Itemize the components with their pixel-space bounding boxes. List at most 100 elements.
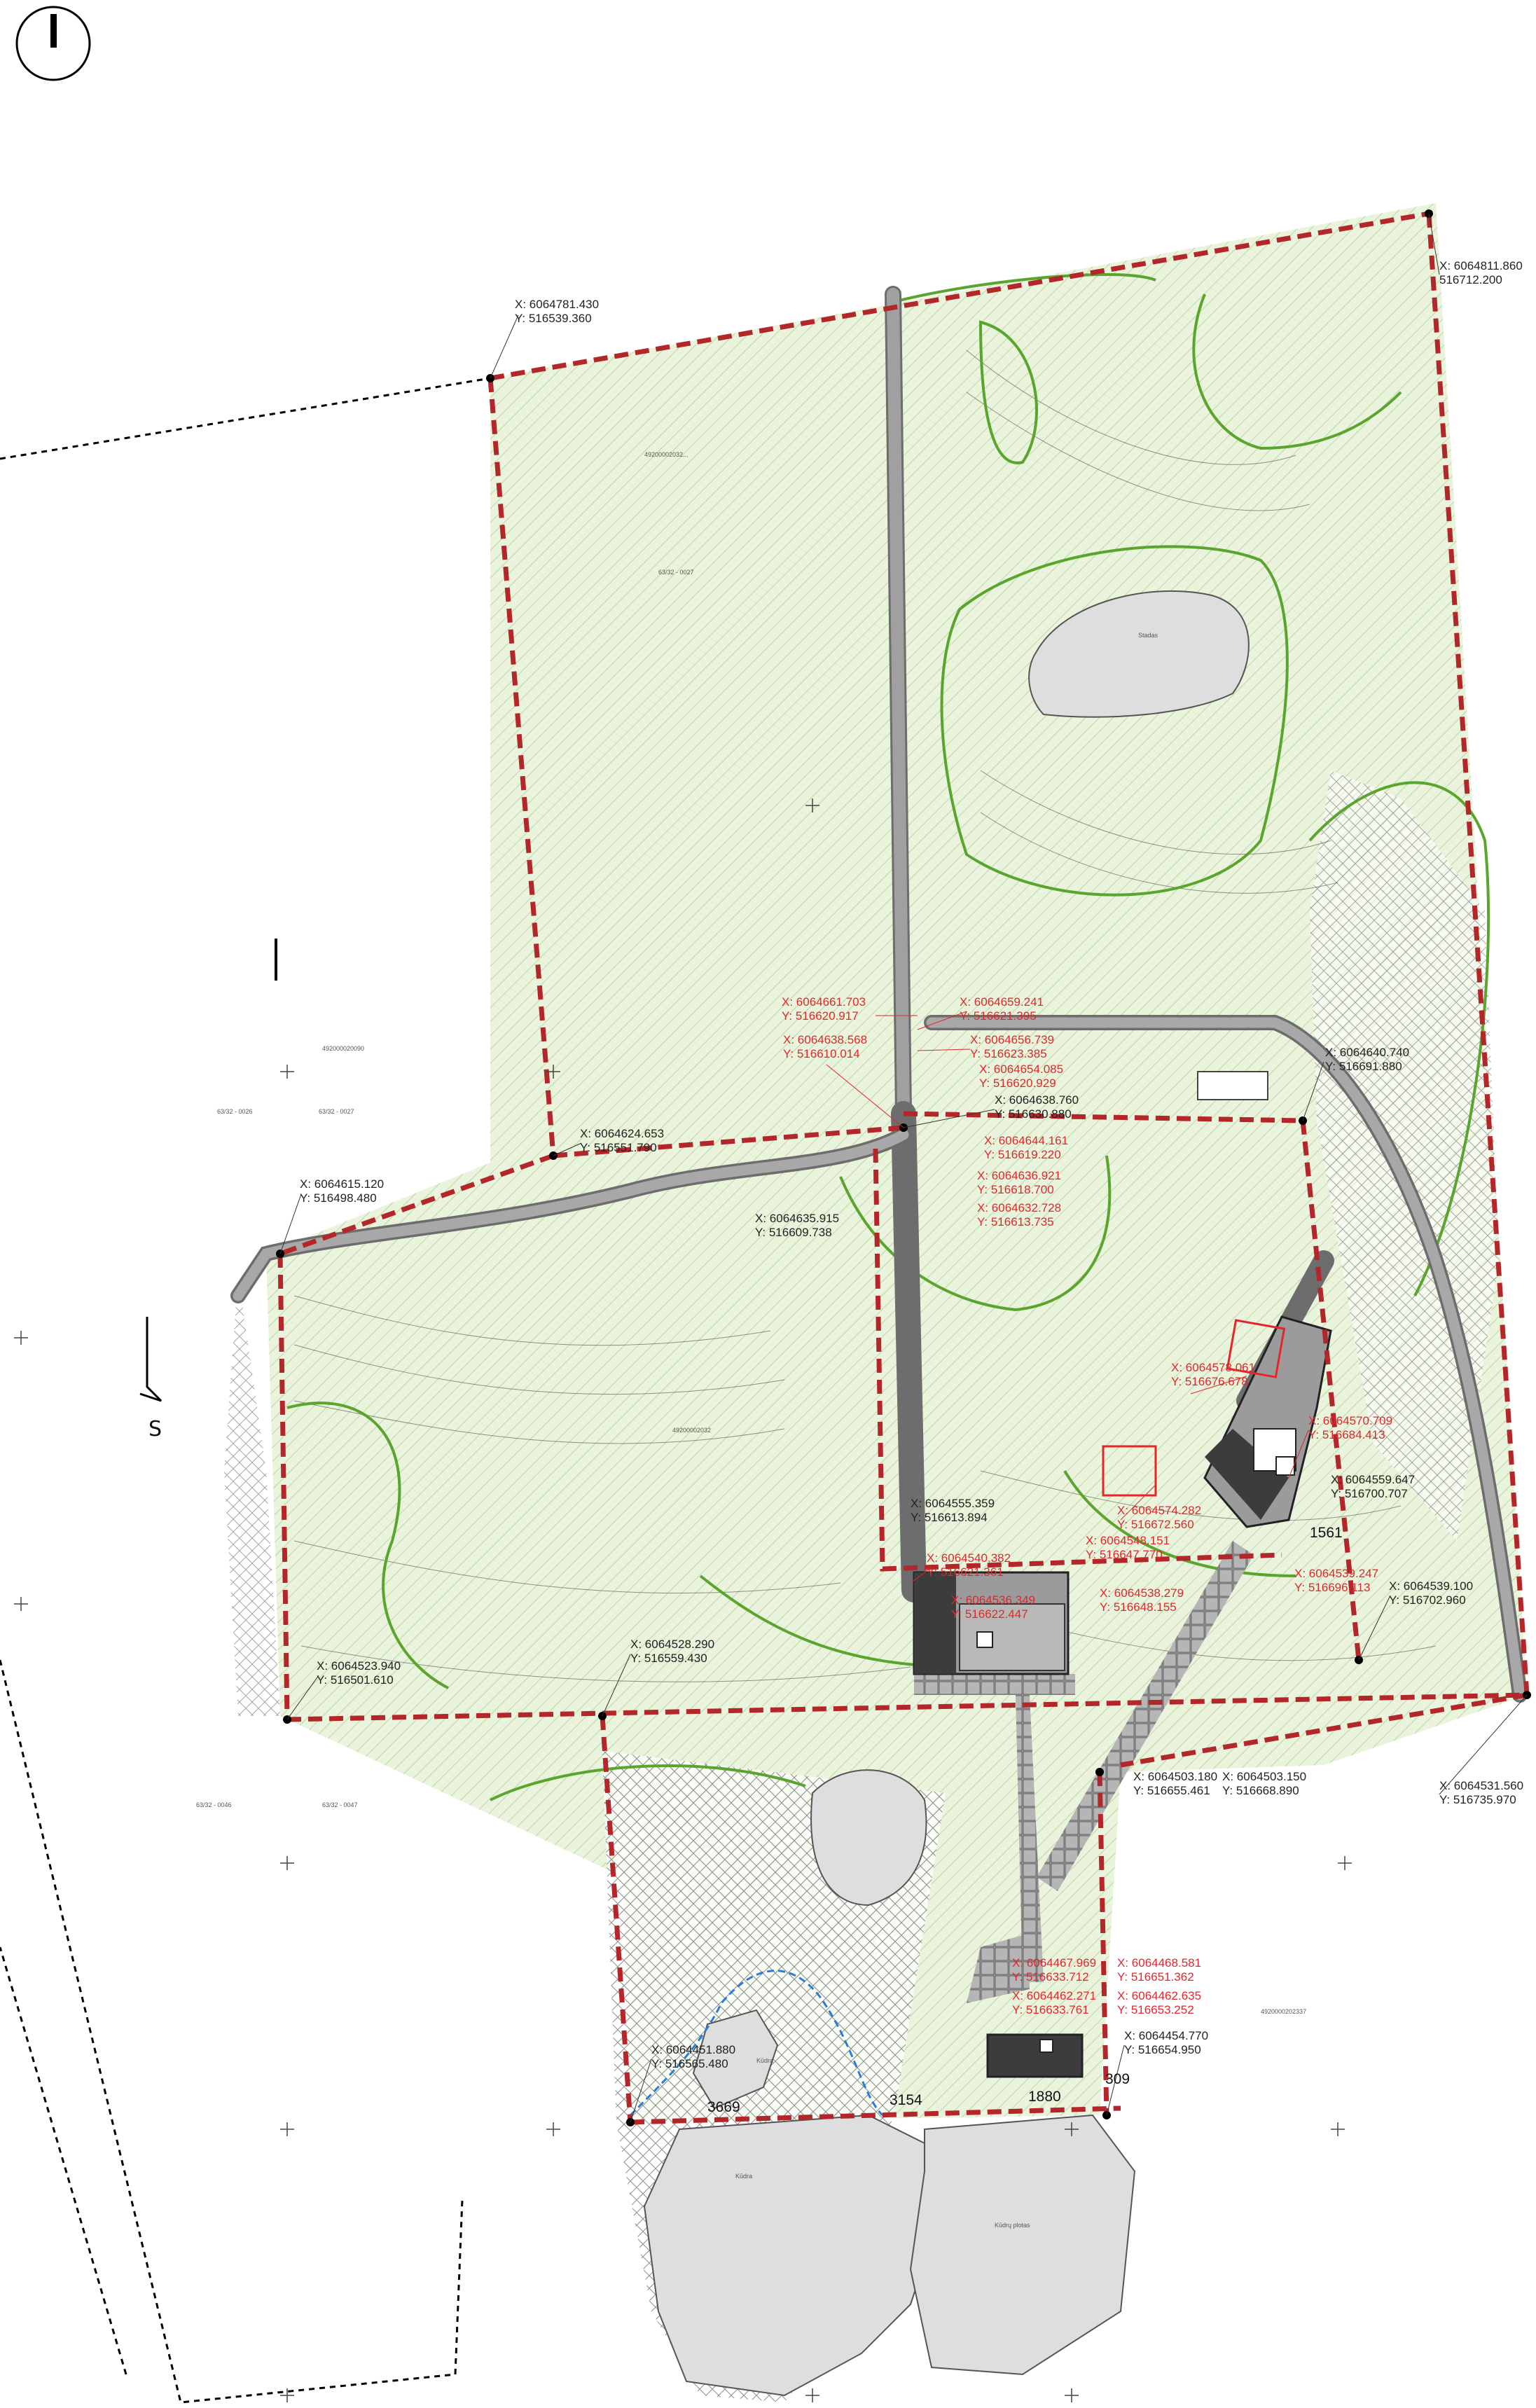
- coord-x: X: 6064635.915: [755, 1212, 839, 1225]
- cadastral-code: 4920000202337: [1261, 2008, 1306, 2015]
- pond-north: [1028, 590, 1250, 718]
- coord-x: X: 6064539.100: [1389, 1579, 1473, 1593]
- coord-x: X: 6064503.180: [1133, 1770, 1217, 1783]
- coord-y: Y: 516620.929: [979, 1077, 1056, 1090]
- parcel-id: 63/32 - 0046: [196, 1801, 232, 1808]
- pond-south-small: [810, 1769, 927, 1907]
- dimension-label: 3154: [890, 2092, 922, 2108]
- coord-x: X: 6064523.940: [317, 1659, 401, 1673]
- coord-x: X: 6064638.760: [995, 1093, 1079, 1107]
- coord-x: X: 6064615.120: [300, 1177, 384, 1191]
- building-guest-house: [1203, 1315, 1332, 1528]
- coord-y: Y: 516559.430: [630, 1652, 707, 1665]
- terrace-strip: [914, 1674, 1075, 1695]
- coord-y: Y: 516653.252: [1117, 2003, 1194, 2016]
- coord-y: Y: 516702.960: [1389, 1593, 1466, 1607]
- planned-structure-1: [1102, 1445, 1157, 1497]
- coord-y: Y: 516648.155: [1100, 1600, 1177, 1614]
- coord-x: X: 6064659.241: [960, 995, 1044, 1009]
- coord-x: X: 6064503.150: [1222, 1770, 1306, 1783]
- coord-y: Y: 516551.790: [580, 1141, 657, 1154]
- coord-y: Y: 516735.970: [1439, 1793, 1516, 1806]
- forest-zone-east: [1310, 770, 1499, 1541]
- coord-y: Y: 516654.950: [1124, 2043, 1201, 2056]
- pond-label: Kūdra: [756, 2057, 773, 2064]
- dimension-label: 1561: [1310, 1525, 1343, 1541]
- coord-x: X: 6064462.635: [1117, 1989, 1201, 2002]
- coord-y: Y: 516633.712: [1012, 1970, 1089, 1984]
- paved-walkway-diagonal: [1037, 1541, 1254, 1891]
- coord-y: Y: 516622.447: [951, 1607, 1028, 1621]
- cadastral-code: 49200002032...: [644, 451, 689, 458]
- coord-y: 516712.200: [1439, 273, 1502, 286]
- parcel-id: 63/32 - 0027: [319, 1108, 354, 1115]
- parcel-id: 63/32 - 0027: [658, 569, 694, 576]
- leader-lines: [279, 213, 1528, 2123]
- pond-south-west: [692, 2009, 779, 2110]
- dimension-label: 309: [1105, 2071, 1130, 2087]
- cadastral-code: 492000020090: [322, 1045, 364, 1052]
- coord-y: Y: 516684.413: [1308, 1428, 1385, 1441]
- dimension-label: 1880: [1028, 2089, 1061, 2105]
- coord-x: X: 6064462.271: [1012, 1989, 1096, 2002]
- coord-y: Y: 516565.480: [651, 2057, 728, 2070]
- coord-x: X: 6064654.085: [979, 1063, 1063, 1076]
- contour-lines: [293, 350, 1437, 1682]
- property-boundaries: [277, 211, 1530, 2125]
- north-arrow-icon: [15, 6, 91, 81]
- coord-y: Y: 516676.678: [1171, 1375, 1248, 1388]
- coord-x: X: 6064540.382: [927, 1551, 1011, 1565]
- section-marker-icon: S: [139, 939, 277, 1441]
- pond-south-east: [909, 2114, 1136, 2376]
- roads: [230, 286, 1528, 1703]
- coord-y: Y: 516668.890: [1222, 1784, 1299, 1797]
- coord-x: X: 6064559.647: [1331, 1473, 1415, 1486]
- pond-south-large: [643, 2114, 933, 2397]
- coord-y: Y: 516498.480: [300, 1191, 377, 1205]
- coord-y: Y: 516613.735: [977, 1215, 1054, 1229]
- coord-y: Y: 516621.395: [960, 1009, 1037, 1023]
- forest-zone-west: [224, 1275, 280, 1716]
- coordinate-labels-red: X: 6064661.703 Y: 516620.917 X: 6064659.…: [782, 995, 1392, 2016]
- paved-walkway-main: [967, 1695, 1044, 2003]
- coord-y: Y: 516501.610: [317, 1673, 394, 1687]
- coord-x: X: 6064555.359: [911, 1497, 995, 1510]
- leader-lines-red: [826, 1011, 1309, 1584]
- coord-x: X: 6064539.247: [1294, 1567, 1378, 1580]
- dimension-labels: 3669 3154 1880 309 1561: [707, 1525, 1343, 2115]
- boundary-points: [276, 209, 1531, 2126]
- coord-x: X: 6064640.740: [1325, 1046, 1409, 1059]
- coord-x: X: 6064531.560: [1439, 1779, 1523, 1792]
- coord-y: Y: 516700.707: [1331, 1487, 1408, 1500]
- coord-x: X: 6064467.969: [1012, 1956, 1096, 1970]
- parcel-id-labels: 63/32 - 0027 63/32 - 0026 63/32 - 0027 6…: [196, 451, 1306, 2229]
- coord-y: Y: 516618.700: [977, 1183, 1054, 1196]
- neighbour-boundary-west: [0, 377, 491, 2404]
- parcel-id: 63/32 - 0026: [217, 1108, 253, 1115]
- coord-x: X: 6064536.349: [951, 1593, 1035, 1607]
- coord-x: X: 6064468.581: [1117, 1956, 1201, 1970]
- coord-y: Y: 516651.362: [1117, 1970, 1194, 1984]
- coord-y: Y: 516619.220: [984, 1148, 1061, 1161]
- coord-x: X: 6064548.151: [1086, 1534, 1170, 1547]
- coord-x: X: 6064454.770: [1124, 2029, 1208, 2042]
- coord-y: Y: 516539.360: [515, 312, 592, 325]
- coord-x: X: 6064624.653: [580, 1127, 664, 1140]
- coord-y: Y: 516655.461: [1133, 1784, 1210, 1797]
- coord-x: X: 6064632.728: [977, 1201, 1061, 1215]
- grid-crosses: [14, 798, 1352, 2402]
- entrance-gate: [1197, 1071, 1268, 1100]
- coord-x: X: 6064638.568: [783, 1033, 867, 1046]
- coord-x: X: 6064781.430: [515, 298, 599, 311]
- coord-x: X: 6064578.061: [1171, 1361, 1255, 1374]
- coordinate-labels-black: X: 6064781.430 Y: 516539.360 X: 6064811.…: [300, 259, 1523, 2070]
- coord-x: X: 6064451.880: [651, 2043, 735, 2056]
- coord-x: X: 6064528.290: [630, 1638, 714, 1651]
- coord-y: Y: 516691.880: [1325, 1060, 1402, 1073]
- coord-x: X: 6064811.860: [1439, 259, 1523, 272]
- coord-x: X: 6064644.161: [984, 1134, 1068, 1147]
- coord-y: Y: 516633.761: [1012, 2003, 1089, 2016]
- coord-y: Y: 516621.361: [927, 1565, 1004, 1579]
- pond-label: Kūdra: [735, 2173, 752, 2180]
